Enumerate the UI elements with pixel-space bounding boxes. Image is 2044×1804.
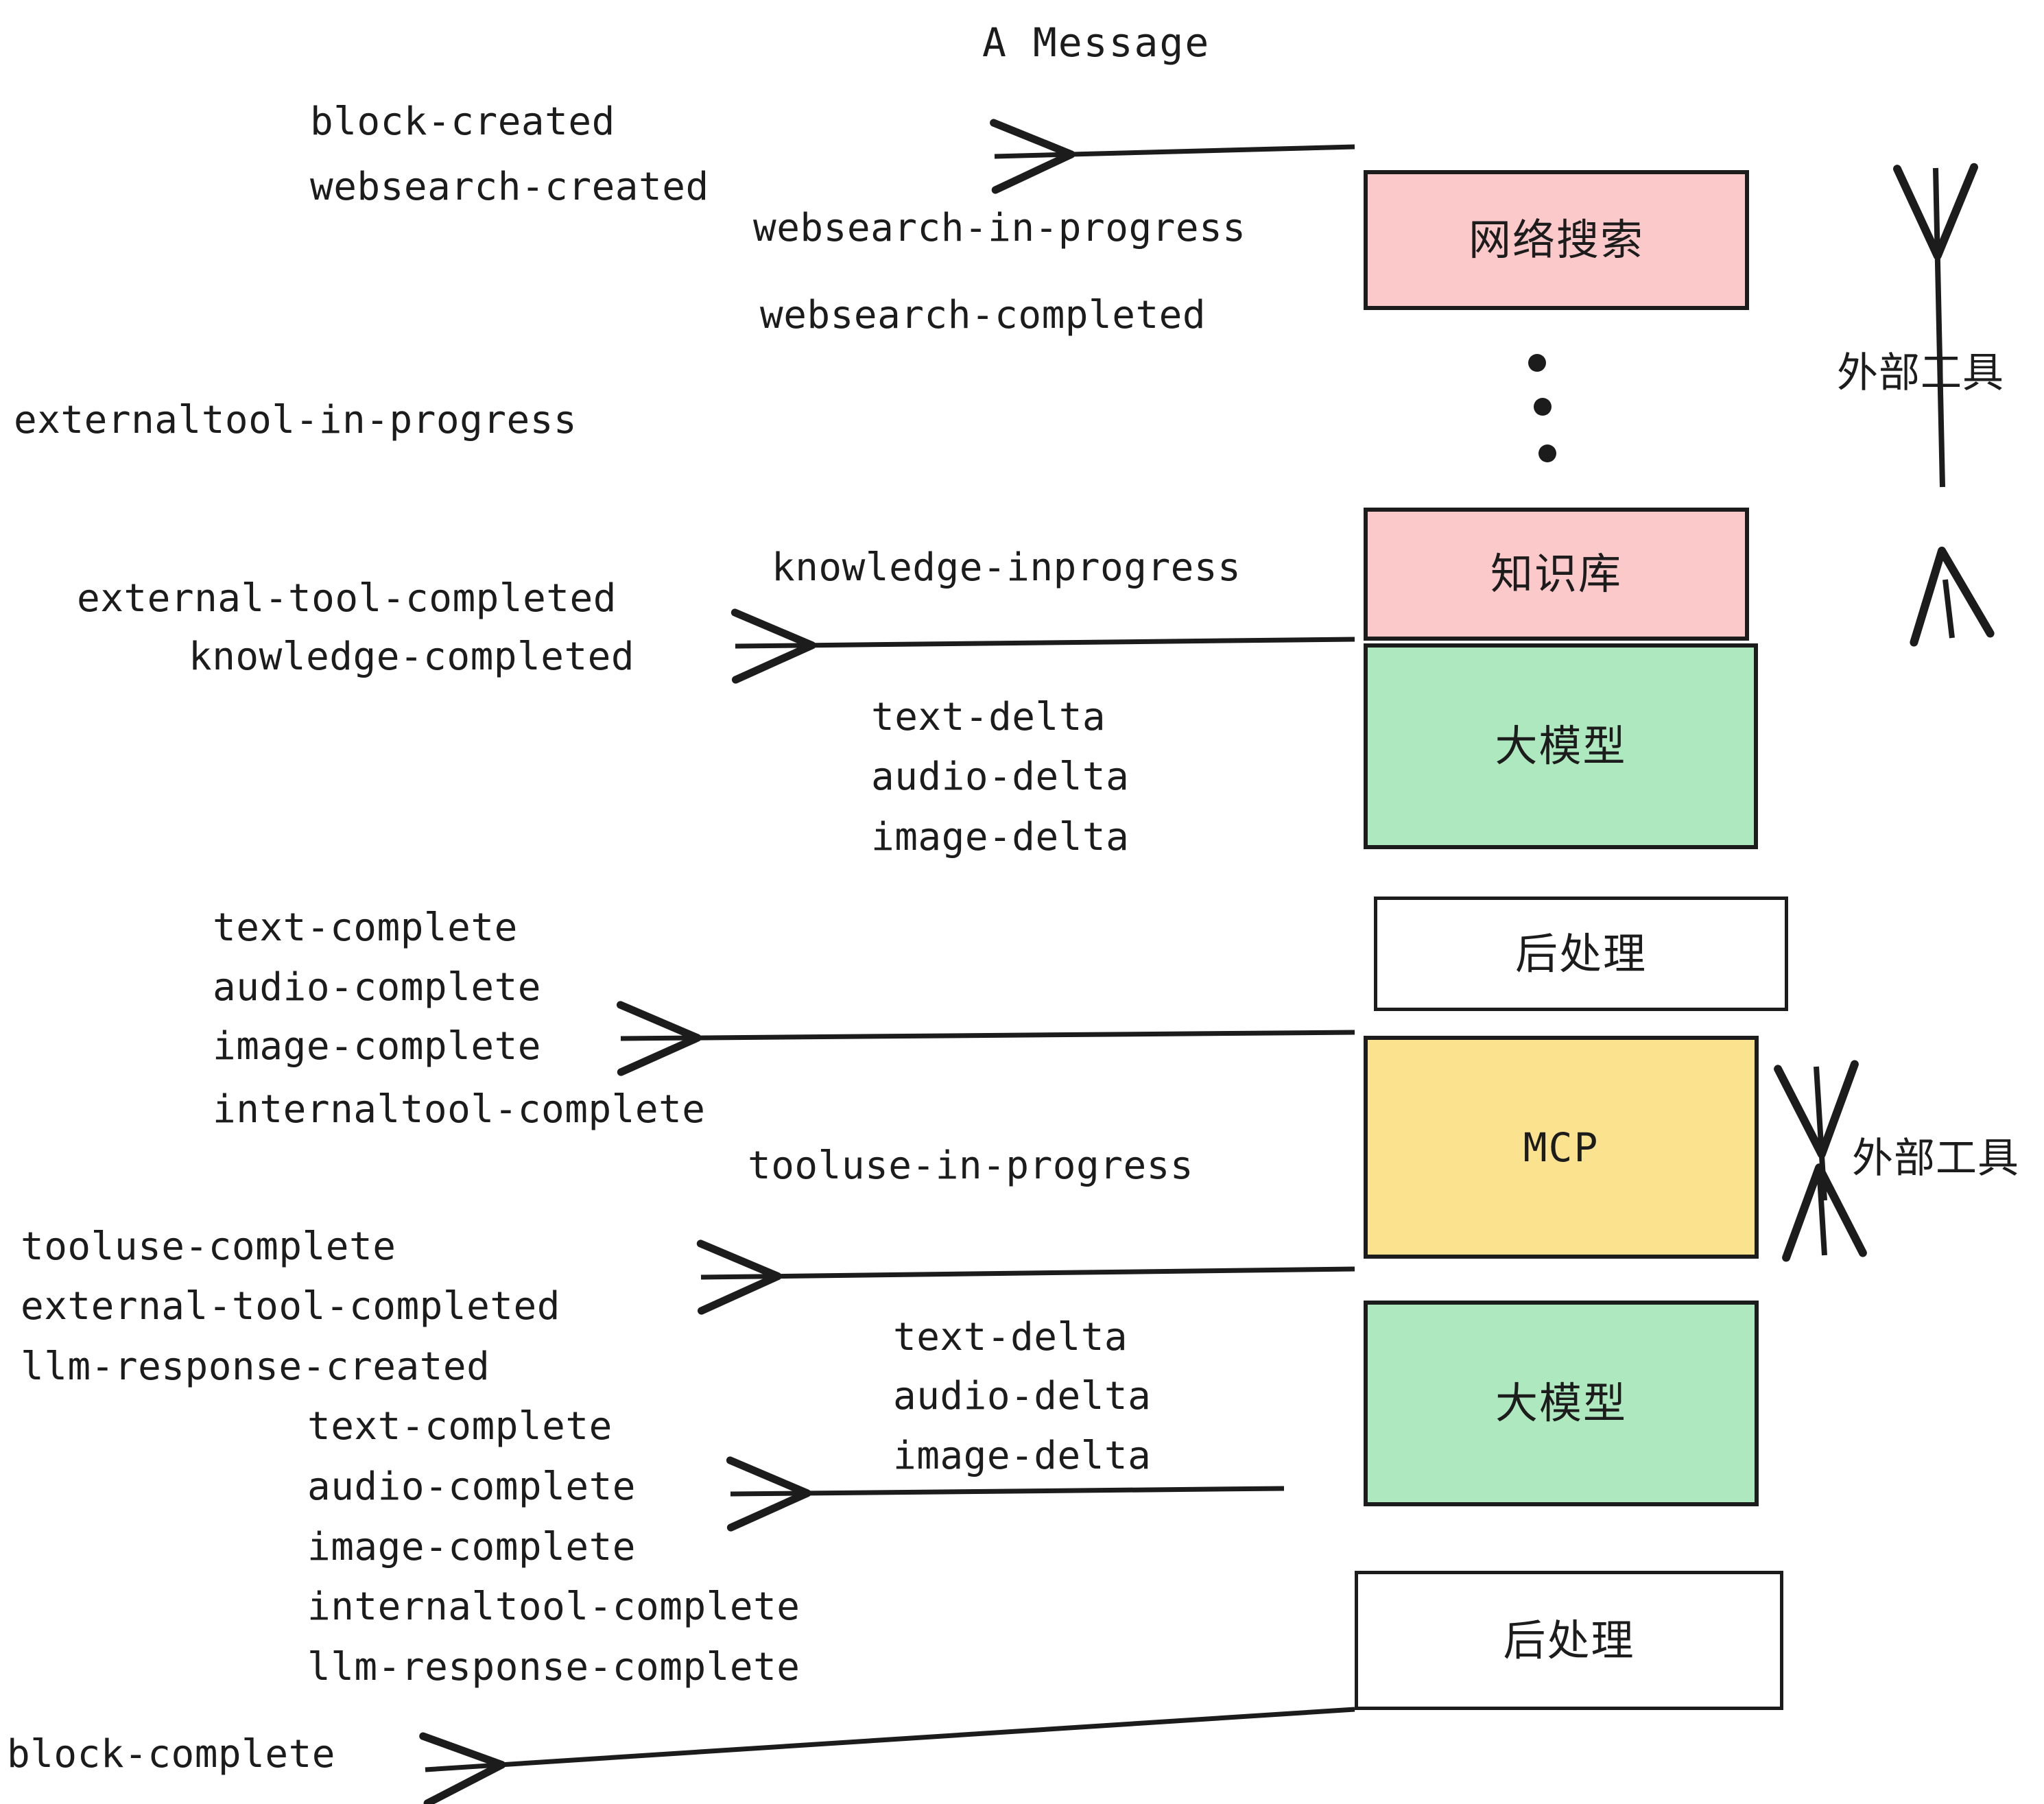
ellipsis-dot-2	[1534, 398, 1552, 416]
event-image-delta-2: image-delta	[893, 1434, 1152, 1478]
event-text-delta-2: text-delta	[893, 1315, 1128, 1360]
node-mcp[interactable]: MCP	[1364, 1036, 1759, 1259]
node-knowledge-label: 知识库	[1490, 549, 1622, 599]
event-websearch-created: websearch-created	[310, 165, 709, 209]
event-text-complete-2: text-complete	[307, 1404, 613, 1449]
arrow-websearch-to-blockcreated	[990, 119, 1355, 194]
node-postprocess-2-label: 后处理	[1503, 1615, 1635, 1665]
arrow-bracket-top-down	[1910, 546, 1995, 647]
arrow-llm1-to-imagecomplete	[616, 1001, 1355, 1076]
event-llm-response-complete: llm-response-complete	[307, 1645, 800, 1689]
event-text-complete-1: text-complete	[213, 905, 518, 950]
node-websearch-label: 网络搜索	[1468, 215, 1644, 265]
event-internaltool-complete-1: internaltool-complete	[213, 1087, 706, 1132]
node-llm-1[interactable]: 大模型	[1364, 643, 1758, 849]
arrow-bracket-bottom-up	[1774, 1060, 1859, 1201]
event-external-tool-completed-1: external-tool-completed	[77, 576, 617, 621]
event-websearch-completed: websearch-completed	[760, 293, 1207, 337]
node-postprocess-1[interactable]: 后处理	[1374, 897, 1788, 1011]
arrow-llm2-to-audiocomplete	[726, 1456, 1285, 1532]
event-audio-delta-2: audio-delta	[893, 1374, 1152, 1419]
event-audio-complete-1: audio-complete	[213, 965, 542, 1010]
arrow-bracket-top-up	[1893, 163, 1978, 488]
bracket-top-label: 外部工具	[1837, 349, 2004, 397]
node-postprocess-2[interactable]: 后处理	[1355, 1571, 1783, 1710]
arrow-postprocess2-to-blockcomplete	[419, 1707, 1355, 1804]
event-image-complete-1: image-complete	[213, 1024, 542, 1069]
ellipsis-dot-1	[1528, 354, 1546, 372]
event-block-complete: block-complete	[7, 1732, 336, 1777]
event-block-created: block-created	[310, 99, 615, 144]
node-llm-2[interactable]: 大模型	[1364, 1301, 1759, 1506]
node-llm-1-label: 大模型	[1495, 721, 1627, 771]
node-postprocess-1-label: 后处理	[1514, 928, 1647, 979]
event-tooluse-in-progress: tooluse-in-progress	[748, 1143, 1194, 1188]
event-audio-delta-1: audio-delta	[871, 755, 1130, 799]
arrow-mcp-to-toolusecomplete	[696, 1239, 1355, 1315]
event-knowledge-inprogress: knowledge-inprogress	[772, 545, 1241, 590]
event-text-delta-1: text-delta	[871, 695, 1106, 739]
node-llm-2-label: 大模型	[1495, 1378, 1627, 1428]
event-internaltool-complete-2: internaltool-complete	[307, 1585, 800, 1629]
node-websearch[interactable]: 网络搜索	[1364, 170, 1749, 310]
bracket-bottom-label: 外部工具	[1852, 1135, 2019, 1183]
event-external-tool-completed-2: external-tool-completed	[21, 1284, 560, 1329]
page-title: A Message	[982, 19, 1211, 66]
event-image-delta-1: image-delta	[871, 815, 1130, 859]
arrow-bracket-bottom-down	[1782, 1163, 1867, 1262]
arrow-knowledge-to-completed	[730, 608, 1355, 684]
event-externaltool-in-progress: externaltool-in-progress	[14, 398, 578, 442]
event-llm-response-created: llm-response-created	[21, 1344, 490, 1389]
event-tooluse-complete: tooluse-complete	[21, 1224, 396, 1269]
ellipsis-dot-3	[1538, 444, 1556, 462]
node-knowledge[interactable]: 知识库	[1364, 508, 1749, 641]
event-knowledge-completed: knowledge-completed	[189, 634, 635, 679]
event-image-complete-2: image-complete	[307, 1525, 637, 1569]
node-mcp-label: MCP	[1523, 1124, 1600, 1171]
event-websearch-in-progress: websearch-in-progress	[753, 206, 1246, 250]
event-audio-complete-2: audio-complete	[307, 1464, 637, 1509]
